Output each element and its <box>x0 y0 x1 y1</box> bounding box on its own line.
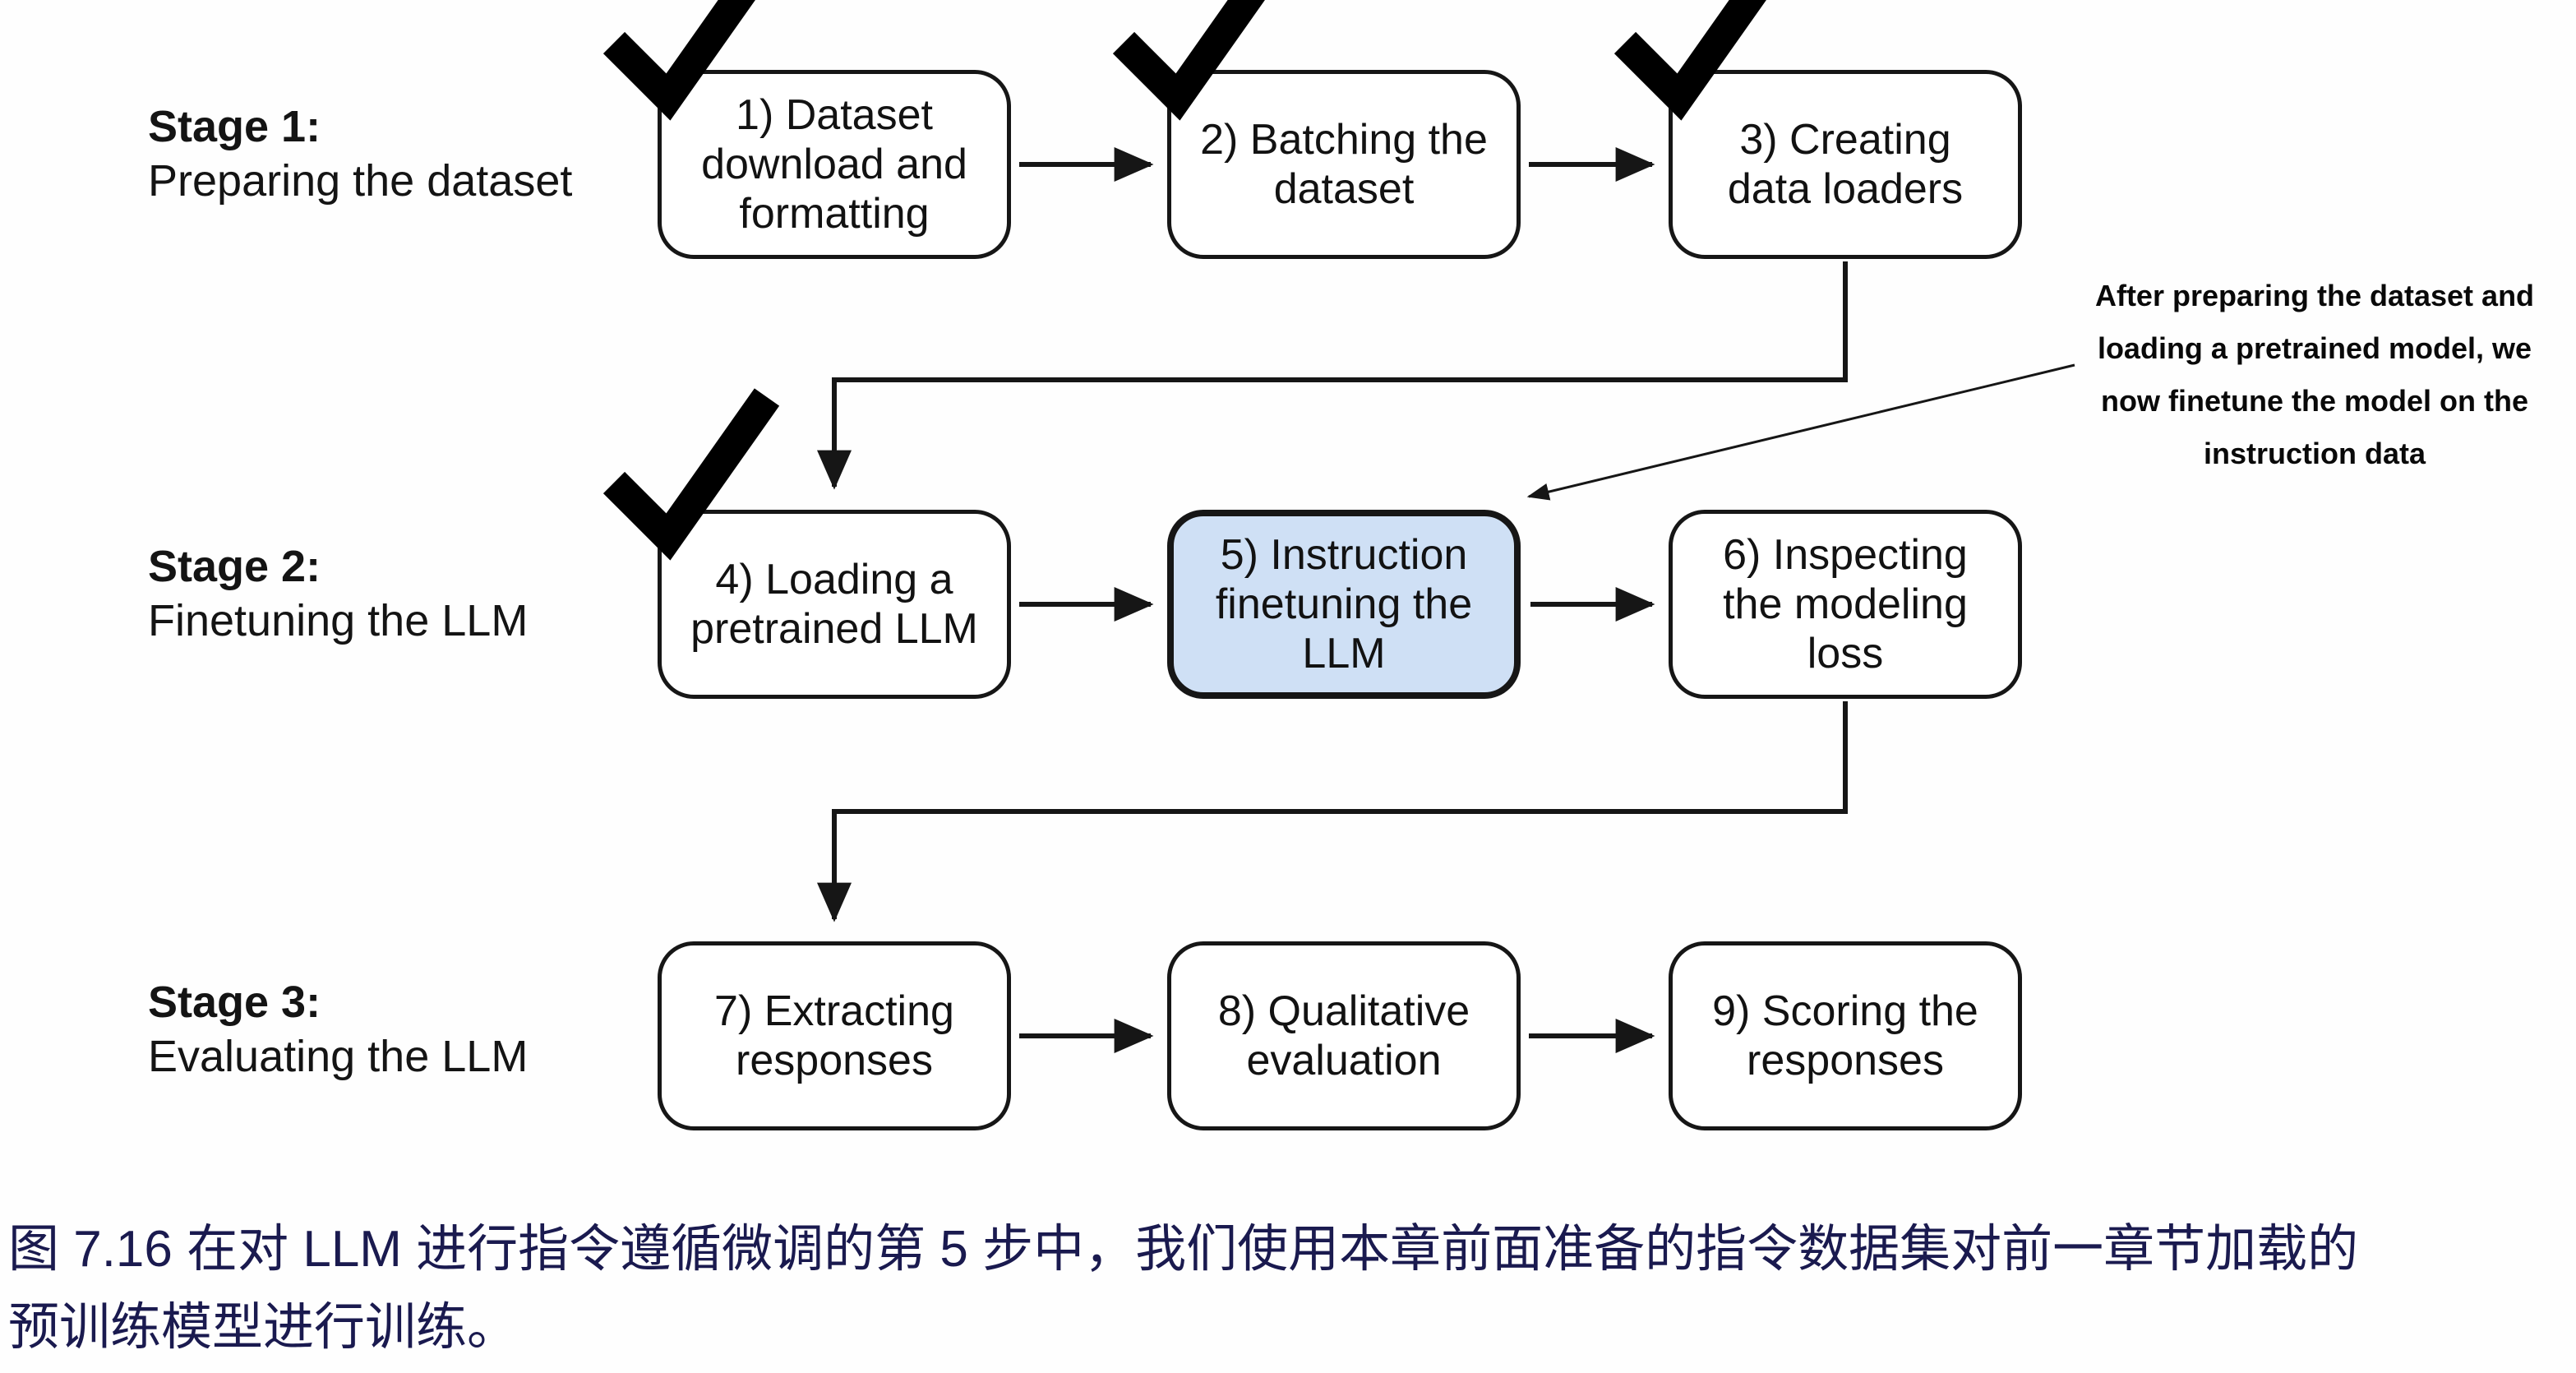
checkmark-icon <box>602 0 755 121</box>
stage-3-label: Stage 3: Evaluating the LLM <box>148 976 674 1084</box>
annotation-arrow <box>1526 363 2075 501</box>
figure-caption: 图 7.16 在对 LLM 进行指令遵循微调的第 5 步中，我们使用本章前面准备… <box>8 1210 2568 1367</box>
stage-1-label: Stage 1: Preparing the dataset <box>148 100 674 209</box>
step-box-3-label: 3) Creating data loaders <box>1727 115 1964 213</box>
step-box-5-label: 5) Instruction finetuning the LLM <box>1215 530 1473 678</box>
step-box-5-highlighted: 5) Instruction finetuning the LLM <box>1167 510 1521 699</box>
step-box-7-label: 7) Extracting responses <box>714 987 954 1084</box>
checkmark-icon <box>602 388 780 561</box>
stage-1-title: Stage 1: <box>148 102 321 151</box>
stage-2-subtitle: Finetuning the LLM <box>148 595 529 645</box>
step-box-1-label: 1) Dataset download and formatting <box>701 90 967 238</box>
step-box-8: 8) Qualitative evaluation <box>1167 941 1521 1130</box>
stage-2-label: Stage 2: Finetuning the LLM <box>148 540 674 649</box>
step-box-9: 9) Scoring the responses <box>1669 941 2022 1130</box>
stage-3-subtitle: Evaluating the LLM <box>148 1031 529 1081</box>
step-box-6-label: 6) Inspecting the modeling loss <box>1723 530 1968 678</box>
connector-step3-to-step4 <box>817 261 1848 490</box>
connector-step6-to-step7 <box>817 701 1848 922</box>
step-box-2: 2) Batching the dataset <box>1112 0 1521 259</box>
step-box-3: 3) Creating data loaders <box>1613 0 2022 259</box>
checkmark-icon <box>1613 0 1766 121</box>
checkmark-icon <box>1112 0 1265 121</box>
stage-1-subtitle: Preparing the dataset <box>148 155 573 206</box>
step-box-9-label: 9) Scoring the responses <box>1712 987 1978 1084</box>
figure-caption-line-1: 图 7.16 在对 LLM 进行指令遵循微调的第 5 步中，我们使用本章前面准备… <box>8 1221 2359 1278</box>
stage-2-title: Stage 2: <box>148 542 321 591</box>
step-box-6: 6) Inspecting the modeling loss <box>1669 510 2022 699</box>
figure-caption-line-2: 预训练模型进行训练。 <box>8 1299 519 1357</box>
annotation-note: After preparing the dataset and loading … <box>2094 279 2535 471</box>
step-box-7: 7) Extracting responses <box>658 941 1011 1130</box>
step-box-2-label: 2) Batching the dataset <box>1200 115 1488 213</box>
step-box-8-label: 8) Qualitative evaluation <box>1217 987 1470 1084</box>
stage-3-title: Stage 3: <box>148 978 321 1027</box>
step-box-1: 1) Dataset download and formatting <box>602 0 1011 259</box>
step-box-4-label: 4) Loading a pretrained LLM <box>690 555 978 653</box>
step-box-4: 4) Loading a pretrained LLM <box>602 388 1011 699</box>
